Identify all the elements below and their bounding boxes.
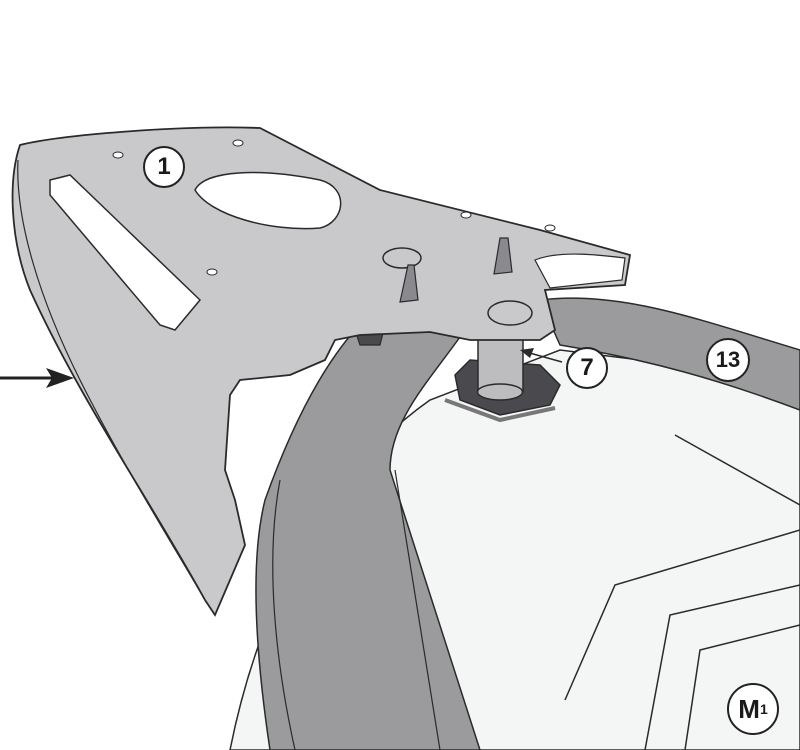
side-rail bbox=[538, 297, 800, 411]
callout-1: 1 bbox=[143, 146, 185, 188]
hole bbox=[112, 151, 124, 159]
stud-right bbox=[493, 237, 513, 275]
spacer-top-hole bbox=[487, 300, 533, 326]
leader-7-arrow bbox=[520, 348, 534, 358]
tail-contour-4 bbox=[674, 434, 800, 506]
hole bbox=[460, 211, 472, 219]
grab-rail-edge bbox=[272, 479, 296, 750]
callout-m1-sub: 1 bbox=[759, 701, 768, 717]
hole bbox=[232, 139, 244, 147]
callout-13: 13 bbox=[706, 338, 750, 382]
callout-13-label: 13 bbox=[715, 347, 741, 372]
callout-7: 7 bbox=[566, 347, 608, 389]
grab-rail bbox=[255, 329, 481, 750]
leader-7 bbox=[525, 351, 563, 363]
rack-plate bbox=[11, 126, 632, 617]
plate-fold bbox=[534, 253, 626, 289]
callout-1-label: 1 bbox=[157, 153, 171, 180]
rack-handle-cutout bbox=[194, 171, 342, 230]
callout-7-label: 7 bbox=[580, 354, 594, 381]
grab-rail-edge-2 bbox=[394, 469, 441, 750]
stud-left bbox=[399, 264, 419, 303]
tail-contour-3 bbox=[684, 624, 800, 750]
direction-arrow-head bbox=[46, 368, 74, 388]
hole bbox=[206, 268, 218, 276]
hole bbox=[544, 224, 556, 232]
rack-plate-edge bbox=[17, 159, 206, 601]
stud-base bbox=[382, 247, 422, 269]
tail-contour-2 bbox=[644, 584, 800, 750]
base-mount-washer bbox=[444, 398, 556, 423]
tail-contour-1 bbox=[564, 529, 800, 701]
rack-slot-long bbox=[49, 174, 202, 331]
spacer-bottom bbox=[476, 383, 524, 401]
callout-m1-label: M bbox=[738, 693, 760, 724]
